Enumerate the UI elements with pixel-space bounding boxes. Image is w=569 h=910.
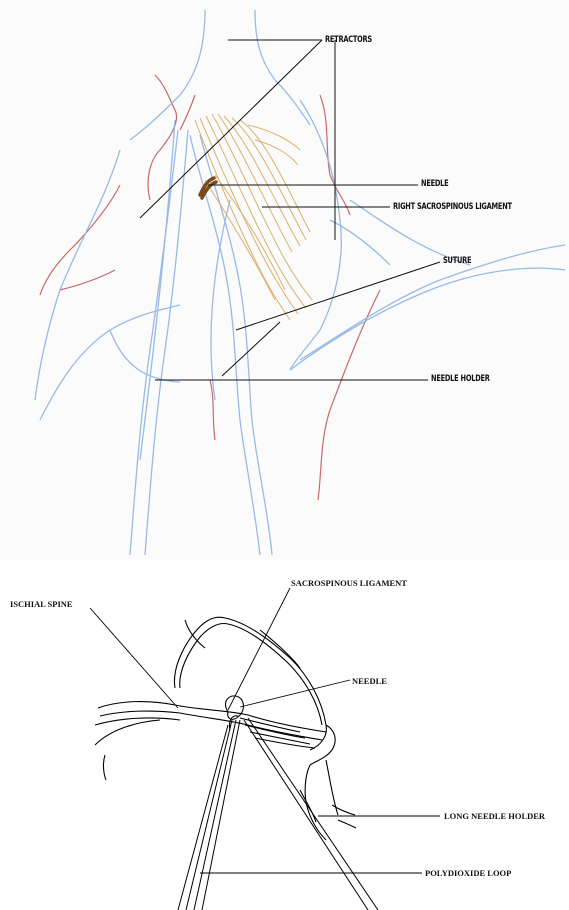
label-right-sacrospinous-ligament: RIGHT SACROSPINOUS LIGAMENT bbox=[393, 202, 512, 212]
bottom-line-drawing bbox=[0, 560, 569, 910]
tissue-outline bbox=[40, 75, 380, 500]
bottom-diagram: SACROSPINOUS LIGAMENT ISCHIAL SPINE NEED… bbox=[0, 560, 569, 910]
label-needle-top: NEEDLE bbox=[421, 179, 448, 189]
label-needle-holder: NEEDLE HOLDER bbox=[431, 374, 490, 384]
label-ischial-spine: ISCHIAL SPINE bbox=[10, 599, 73, 609]
long-needle-holder-lines bbox=[178, 718, 378, 910]
anatomy-outline bbox=[95, 617, 356, 840]
top-diagram: RETRACTORS NEEDLE RIGHT SACROSPINOUS LIG… bbox=[0, 0, 569, 560]
bottom-leader-lines bbox=[90, 588, 440, 873]
label-long-needle-holder: LONG NEEDLE HOLDER bbox=[444, 811, 545, 821]
instrument-sketch bbox=[35, 10, 565, 555]
label-sacrospinous-ligament: SACROSPINOUS LIGAMENT bbox=[291, 578, 407, 588]
label-suture: SUTURE bbox=[443, 256, 471, 266]
label-retractors: RETRACTORS bbox=[325, 35, 372, 45]
label-polydioxide-loop: POLYDIOXIDE LOOP bbox=[425, 868, 511, 878]
label-needle-bottom: NEEDLE bbox=[352, 676, 387, 686]
top-sketch bbox=[0, 0, 569, 560]
